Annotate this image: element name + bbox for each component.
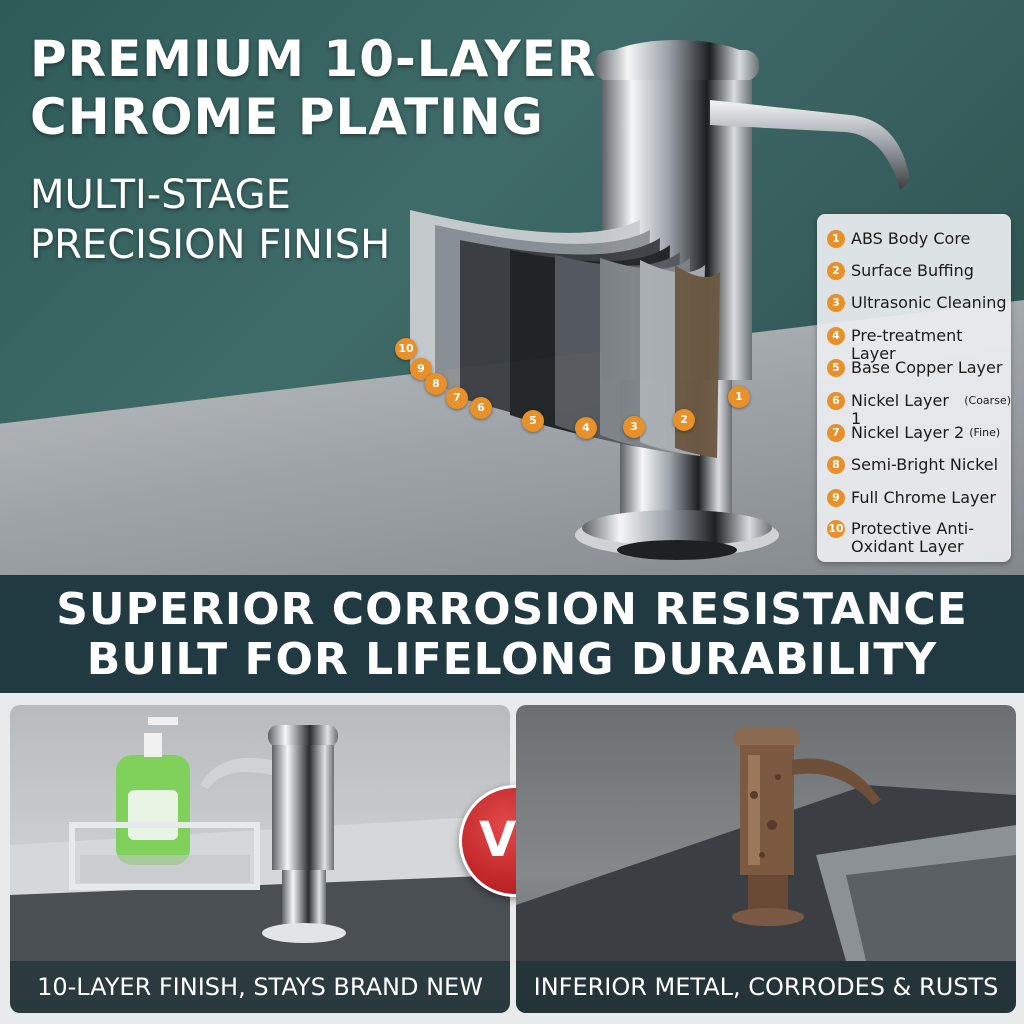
legend-number: 3 (827, 294, 845, 312)
headline-band: SUPERIOR CORROSION RESISTANCE BUILT FOR … (0, 575, 1024, 693)
legend-number: 7 (827, 424, 845, 442)
band-line-1: SUPERIOR CORROSION RESISTANCE (56, 584, 968, 635)
legend-number: 5 (827, 359, 845, 377)
chrome-dispenser-with-caddy-image (10, 717, 510, 961)
layer-marker-5: 5 (522, 410, 544, 432)
chrome-dispenser-illustration (410, 40, 910, 560)
layer-marker-7: 7 (446, 387, 468, 409)
layer-marker-9: 9 (410, 358, 432, 380)
layer-marker-2: 2 (673, 409, 695, 431)
layer-marker-1: 1 (728, 386, 750, 408)
legend-item: 1 ABS Body Core (827, 230, 970, 248)
legend-item: 9 Full Chrome Layer (827, 489, 996, 507)
comparison-panel-bad: INFERIOR METAL, CORRODES & RUSTS (516, 705, 1016, 1013)
legend-label: Full Chrome Layer (851, 488, 996, 507)
legend-item: 7 Nickel Layer 2 (Fine) (827, 424, 1000, 442)
subheadline-line-2: PRECISION FINISH (30, 222, 391, 268)
rusted-dispenser-image (516, 727, 1016, 961)
legend-item: 2 Surface Buffing (827, 262, 974, 280)
legend-number: 4 (827, 327, 845, 345)
layer-marker-3: 3 (623, 416, 645, 438)
layer-cutaway-fan (410, 210, 720, 458)
headline-line-2: CHROME PLATING (30, 88, 544, 146)
legend-item: 5 Base Copper Layer (827, 359, 1002, 377)
legend-item: 3 Ultrasonic Cleaning (827, 294, 1007, 312)
legend-number: 6 (827, 392, 845, 410)
headline: PREMIUM 10-LAYER CHROME PLATING (30, 30, 596, 146)
layer-marker-6: 6 (470, 397, 492, 419)
legend-item: 6 Nickel Layer 1 (Coarse) (827, 392, 1011, 428)
layer-legend: 1 ABS Body Core 2 Surface Buffing 3 Ultr… (817, 214, 1011, 562)
legend-label: Semi-Bright Nickel (851, 455, 999, 474)
good-caption: 10-LAYER FINISH, STAYS BRAND NEW (10, 961, 510, 1013)
legend-note: (Fine) (969, 426, 1001, 439)
legend-label: Pre-treatment Layer (851, 326, 963, 363)
layer-marker-8: 8 (425, 373, 447, 395)
legend-label: ABS Body Core (851, 229, 971, 248)
legend-number: 8 (827, 456, 845, 474)
legend-label: Nickel Layer 2 (851, 423, 965, 442)
legend-item: 8 Semi-Bright Nickel (827, 456, 998, 474)
legend-note: (Coarse) (964, 394, 1011, 407)
legend-label: Ultrasonic Cleaning (851, 293, 1007, 312)
layer-marker-10: 10 (395, 338, 417, 360)
subheadline: MULTI-STAGE PRECISION FINISH (30, 170, 390, 270)
legend-number: 9 (827, 489, 845, 507)
legend-number: 2 (827, 262, 845, 280)
layer-marker-4: 4 (575, 417, 597, 439)
hero-section: PREMIUM 10-LAYER CHROME PLATING MULTI-ST… (0, 0, 1024, 575)
legend-label: Base Copper Layer (851, 358, 1003, 377)
headline-line-1: PREMIUM 10-LAYER (30, 30, 597, 88)
legend-label: Nickel Layer 1 (851, 391, 949, 428)
legend-label: Surface Buffing (851, 261, 974, 280)
legend-item: 4 Pre-treatment Layer (827, 327, 1011, 363)
subheadline-line-1: MULTI-STAGE (30, 172, 291, 218)
bad-caption: INFERIOR METAL, CORRODES & RUSTS (516, 961, 1016, 1013)
legend-item: 10 Protective Anti-Oxidant Layer (827, 520, 1003, 556)
comparison-panel-good: 10-LAYER FINISH, STAYS BRAND NEW (10, 705, 510, 1013)
legend-label: Protective Anti-Oxidant Layer (851, 519, 974, 556)
legend-number: 1 (827, 230, 845, 248)
band-line-2: BUILT FOR LIFELONG DURABILITY (86, 634, 938, 685)
legend-number: 10 (827, 520, 845, 538)
